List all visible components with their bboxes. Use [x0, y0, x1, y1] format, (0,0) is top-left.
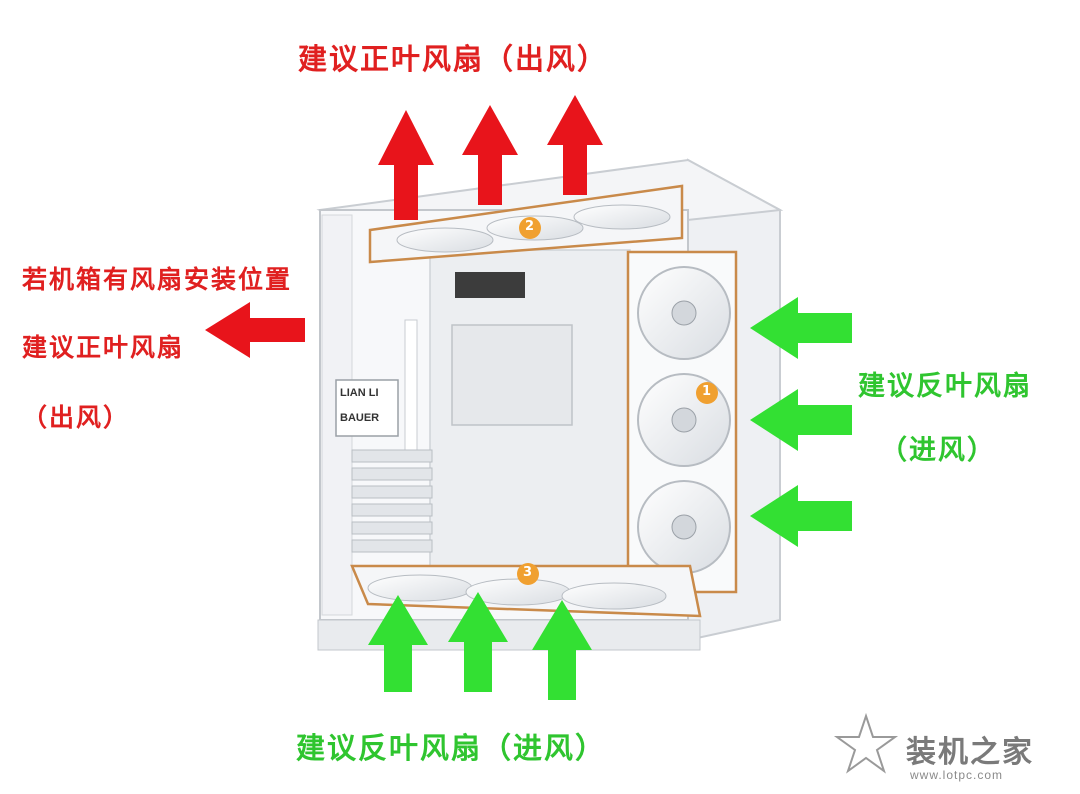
side-exhaust-line2: 建议正叶风扇	[22, 328, 184, 364]
marker-3-text: 3	[523, 565, 532, 580]
top-exhaust-label: 建议正叶风扇（出风）	[298, 36, 608, 78]
arrow-left-red	[205, 302, 305, 358]
top-vent-dark	[455, 272, 525, 298]
bottom-intake-arrows	[368, 592, 592, 700]
marker-1-text: 1	[702, 384, 711, 399]
right-intake-line1: 建议反叶风扇	[858, 364, 1032, 403]
watermark-site-name: 装机之家	[906, 727, 1034, 771]
marker-2-text: 2	[525, 219, 534, 234]
bottom-intake-label: 建议反叶风扇（进风）	[296, 725, 606, 767]
watermark-star-icon	[837, 716, 895, 771]
side-exhaust-line3: （出风）	[22, 398, 130, 434]
right-intake-arrows	[750, 297, 852, 547]
side-exhaust-line1: 若机箱有风扇安装位置	[22, 260, 292, 296]
right-intake-line2: （进风）	[880, 428, 996, 467]
side-fan-group	[628, 252, 736, 592]
brand-text-1: LIAN LI	[340, 387, 379, 399]
watermark-url: www.lotpc.com	[910, 768, 1003, 782]
brand-text-2: BAUER	[340, 412, 379, 424]
motherboard-area	[452, 325, 572, 425]
